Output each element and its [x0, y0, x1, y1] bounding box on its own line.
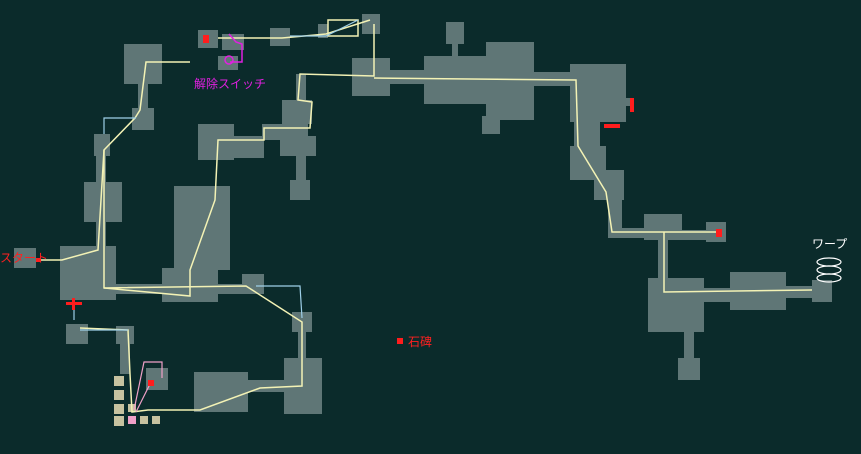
room [290, 180, 310, 200]
corridor [704, 288, 734, 302]
sub-route-segment [103, 117, 136, 134]
corridor [680, 230, 710, 240]
hall [486, 42, 534, 120]
switch-marker [203, 35, 209, 43]
red-markers [36, 35, 722, 386]
room [242, 274, 264, 294]
room [678, 358, 700, 380]
room-start [14, 248, 36, 268]
warp-label: ワープ [812, 237, 848, 251]
room [594, 170, 624, 200]
floor-tile [114, 376, 124, 386]
room-warp [812, 280, 832, 302]
lower-room-marker [148, 380, 154, 386]
corridor [786, 286, 816, 298]
door-marker [72, 298, 75, 310]
route-segment [36, 61, 190, 261]
corridor [318, 24, 328, 38]
room [116, 326, 134, 344]
pink-route [133, 361, 163, 413]
room [648, 278, 704, 332]
floor-tile-pink [128, 416, 136, 424]
floor-tile [114, 390, 124, 400]
route-segment [79, 285, 303, 413]
room [280, 136, 316, 156]
door-marker [604, 124, 620, 128]
room [482, 116, 500, 134]
room [198, 124, 234, 160]
room [124, 44, 162, 84]
corridor [138, 84, 148, 112]
route-segment [373, 77, 716, 233]
sub-route-segment [290, 19, 359, 37]
room [60, 246, 116, 300]
door-marker [630, 98, 634, 112]
switch-ring [224, 55, 234, 65]
room [570, 64, 626, 122]
start-marker [36, 258, 40, 262]
floor-tile [140, 416, 148, 424]
floor-tile [114, 416, 124, 426]
pink-route-segment [135, 383, 151, 413]
sub-route [73, 19, 359, 331]
floor-tile [152, 416, 160, 424]
sub-route-segment [256, 285, 303, 319]
room [194, 372, 248, 412]
room [446, 22, 464, 44]
floor-tile [114, 404, 124, 414]
room [222, 34, 244, 50]
corridor [296, 156, 306, 182]
monument-label: 石碑 [408, 335, 433, 349]
monument-marker [397, 338, 403, 344]
hall [424, 56, 494, 104]
room [362, 14, 380, 34]
start-label: スタート [0, 251, 49, 265]
room [270, 28, 290, 46]
corridor [244, 380, 288, 392]
pink-route-segment [133, 361, 163, 411]
corridor [530, 72, 574, 86]
switch-path [228, 33, 243, 63]
corridor [452, 42, 458, 60]
corridor [380, 70, 430, 84]
corridor [296, 74, 306, 104]
warp-icon [816, 257, 842, 283]
switch-label: 解除スイッチ [194, 77, 267, 91]
corridor [120, 344, 130, 374]
room [94, 134, 110, 156]
corridor [234, 136, 264, 158]
room [174, 186, 230, 270]
corridor [684, 330, 694, 360]
corridor [608, 228, 658, 238]
main-route [36, 19, 813, 413]
room [132, 108, 154, 130]
route-segment [663, 232, 813, 293]
room [218, 56, 238, 70]
route-box [327, 19, 359, 37]
corridor [658, 240, 668, 280]
east-gate-marker [716, 229, 722, 237]
room [644, 214, 682, 240]
room [66, 324, 88, 344]
